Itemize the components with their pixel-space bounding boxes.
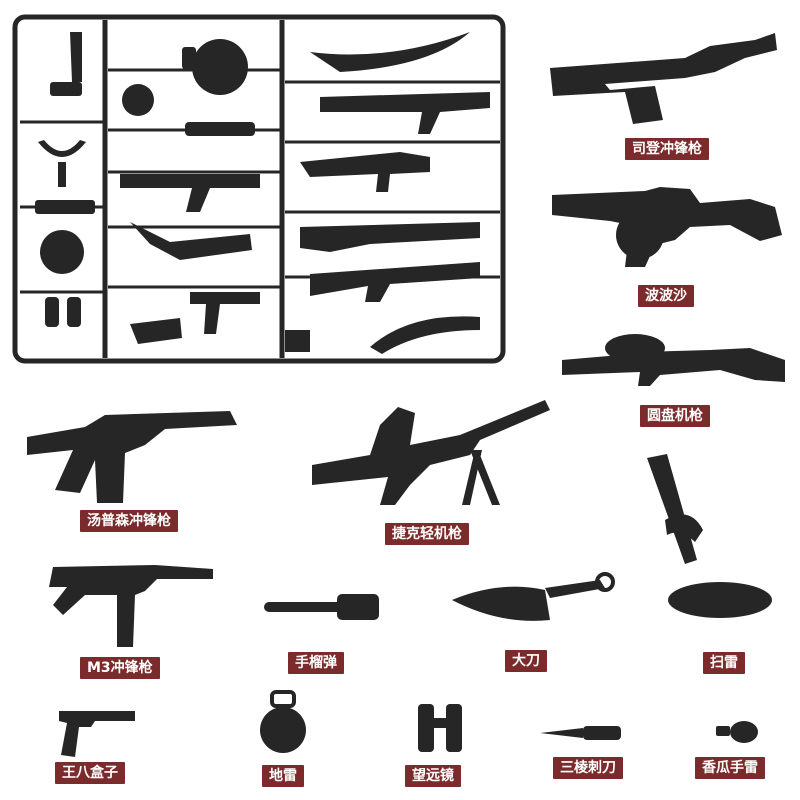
mauser-pistol-image (59, 711, 135, 757)
dadao-sword-image (452, 572, 615, 621)
zb26-image (312, 400, 550, 505)
mortar-image (647, 454, 772, 618)
sprue-frame (12, 14, 506, 364)
mortar-label: 扫雷 (703, 652, 745, 674)
binoculars-image (418, 704, 462, 752)
mauser-label: 王八盒子 (55, 762, 125, 784)
landmine-label: 地雷 (262, 765, 304, 787)
dp-label: 圆盘机枪 (640, 405, 710, 427)
binoculars-label: 望远镜 (405, 765, 461, 787)
thompson-image (27, 411, 237, 503)
landmine-image (260, 690, 306, 753)
pineapple-grenade-image (716, 721, 758, 743)
m3-label: M3冲锋枪 (80, 657, 160, 679)
dp-machine-gun-image (562, 334, 785, 386)
dadao-label: 大刀 (505, 650, 547, 672)
grenade-label: 手榴弹 (288, 652, 344, 674)
stick-grenade-image (264, 594, 379, 620)
bayonet-image (540, 726, 621, 740)
sten-label: 司登冲锋枪 (625, 138, 709, 160)
sten-gun-image (550, 33, 777, 124)
ppsh-image (552, 187, 782, 267)
m3-gun-image (49, 565, 213, 647)
zb26-label: 捷克轻机枪 (385, 523, 469, 545)
pineapple-label: 香瓜手雷 (695, 757, 765, 779)
ppsh-label: 波波沙 (638, 285, 694, 307)
thompson-label: 汤普森冲锋枪 (80, 510, 178, 532)
bayonet-label: 三棱刺刀 (553, 757, 623, 779)
